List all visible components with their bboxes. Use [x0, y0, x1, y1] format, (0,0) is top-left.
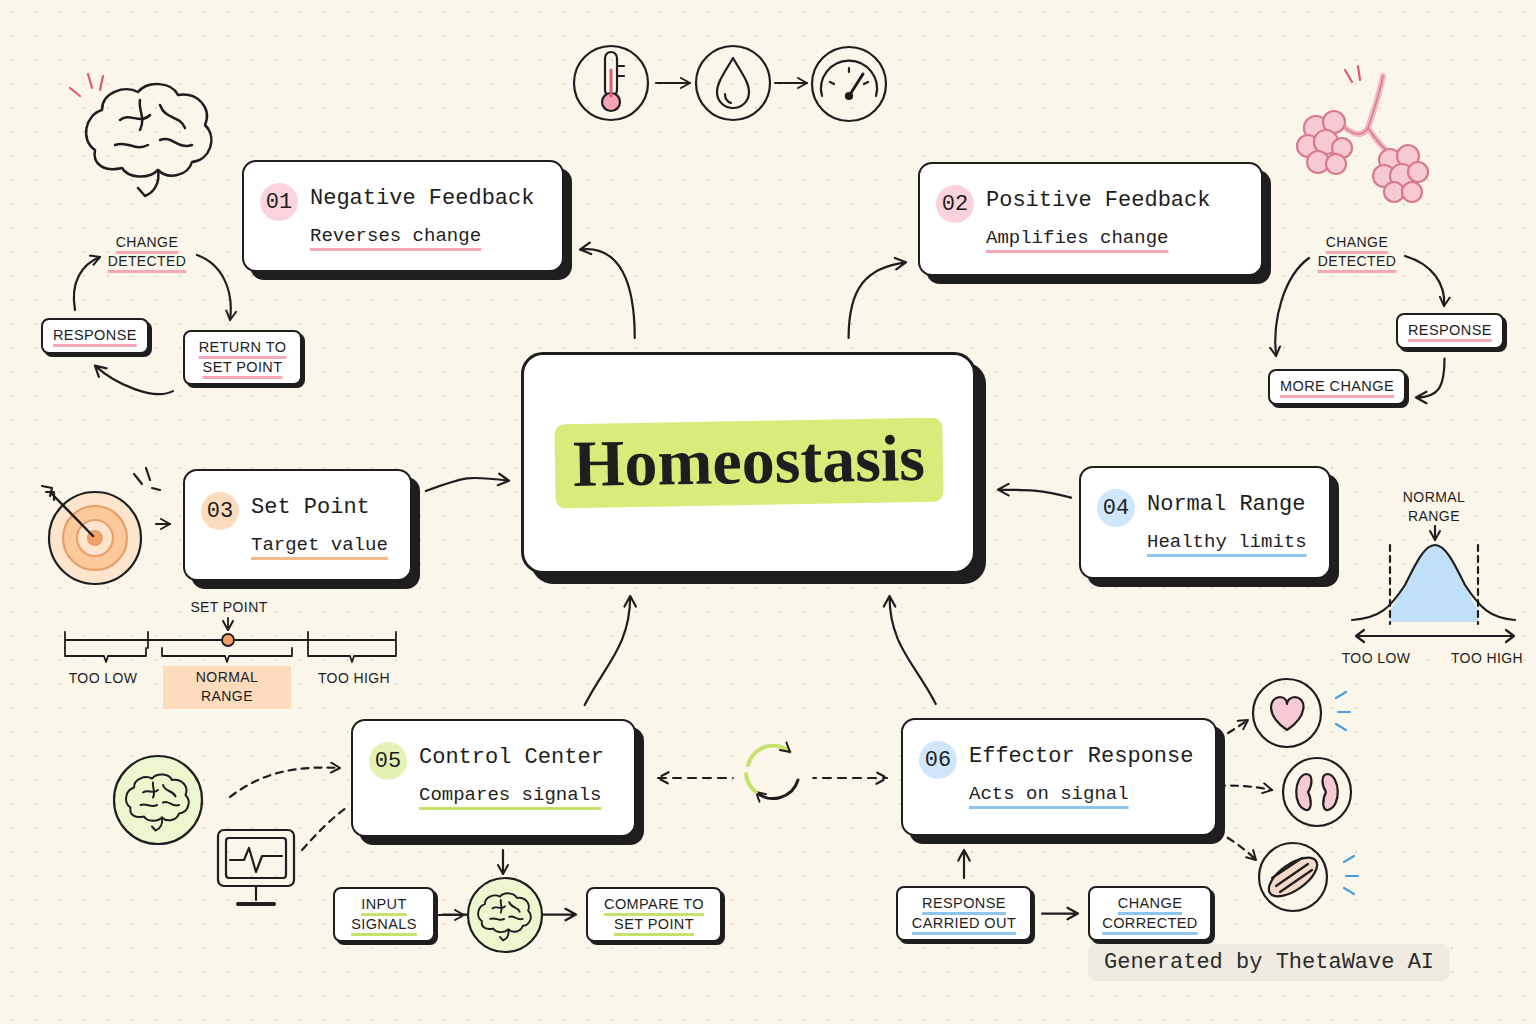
- chart-label: TOO HIGH: [1451, 649, 1523, 668]
- lungs-illustration: [1297, 66, 1428, 202]
- brain-circle: [436, 878, 542, 952]
- step-box: MORE CHANGE: [1268, 369, 1406, 405]
- card-subtitle: Reverses change: [310, 225, 534, 247]
- card-title: Control Center: [419, 745, 604, 770]
- callout-number: 03: [201, 492, 239, 530]
- concept-card: 04 Normal RangeHealthy limits: [1079, 466, 1331, 579]
- text-column: Negative FeedbackReverses change: [310, 180, 534, 247]
- connector: [998, 484, 1071, 498]
- central-title: Homeostasis: [554, 418, 943, 509]
- step-box: INPUT SIGNALS: [333, 887, 435, 942]
- scale-label: TOO HIGH: [318, 669, 390, 688]
- step-text: RESPONSE: [1408, 321, 1492, 341]
- card-title: Normal Range: [1147, 492, 1307, 517]
- card-title: Effector Response: [969, 744, 1193, 769]
- connector: [1042, 908, 1078, 920]
- loop-arc: [1405, 256, 1444, 306]
- cycle-icon: [733, 732, 813, 812]
- scale-label: NORMAL RANGE: [172, 668, 282, 706]
- top-icons: [574, 46, 886, 121]
- step-box: RESPONSE: [41, 318, 149, 354]
- step-text: INPUT SIGNALS: [345, 895, 423, 934]
- set-point-scale: [65, 618, 396, 709]
- step-text: RETURN TO SET POINT: [195, 338, 290, 377]
- concept-card: 02 Positive FeedbackAmplifies change: [918, 162, 1263, 276]
- connector: [958, 850, 970, 878]
- text-column: Set PointTarget value: [251, 489, 388, 556]
- concept-card: 05 Control CenterCompares signals: [351, 719, 636, 837]
- loop-label: CHANGE DETECTED: [1312, 233, 1402, 271]
- connector: [1416, 359, 1445, 404]
- step-text: RESPONSE: [53, 326, 137, 346]
- callout-number: 01: [260, 183, 298, 221]
- step-box: RESPONSE: [1396, 313, 1504, 349]
- text-column: Normal RangeHealthy limits: [1147, 486, 1307, 553]
- step-box: COMPARE TO SET POINT: [586, 887, 722, 942]
- step-box: CHANGE CORRECTED: [1088, 886, 1212, 941]
- card-title: Negative Feedback: [310, 186, 534, 211]
- concept-card: 01 Negative FeedbackReverses change: [242, 160, 564, 272]
- card-title: Set Point: [251, 495, 388, 520]
- connector: [585, 596, 636, 705]
- step-text: COMPARE TO SET POINT: [598, 895, 710, 934]
- card-subtitle: Healthy limits: [1147, 531, 1307, 553]
- text-column: Effector ResponseActs on signal: [969, 738, 1193, 805]
- scale-label: TOO LOW: [69, 669, 138, 688]
- loop-label: CHANGE DETECTED: [102, 233, 192, 271]
- connector: [426, 474, 509, 491]
- text-column: Control CenterCompares signals: [419, 739, 604, 806]
- card-subtitle: Compares signals: [419, 784, 604, 806]
- step-text: CHANGE CORRECTED: [1100, 894, 1200, 933]
- callout-number: 05: [369, 742, 407, 780]
- scale-label: SET POINT: [190, 598, 267, 617]
- step-box: RETURN TO SET POINT: [183, 330, 302, 385]
- card-subtitle: Target value: [251, 534, 388, 556]
- connector: [95, 366, 173, 394]
- chart-label: TOO LOW: [1342, 649, 1411, 668]
- connector: [884, 596, 936, 704]
- chart-label: NORMAL RANGE: [1399, 488, 1469, 526]
- effector-organs: [1205, 679, 1358, 911]
- loop-arc: [74, 257, 100, 310]
- step-box: RESPONSE CARRIED OUT: [896, 886, 1032, 941]
- watermark: Generated by ThetaWave AI: [1088, 944, 1450, 981]
- card-subtitle: Acts on signal: [969, 783, 1193, 805]
- bell-curve: [1352, 526, 1515, 642]
- callout-number: 06: [919, 741, 957, 779]
- loop-arc: [197, 255, 231, 320]
- brain-illustration: [70, 74, 211, 196]
- step-text: MORE CHANGE: [1280, 377, 1394, 397]
- text-column: Positive FeedbackAmplifies change: [986, 182, 1210, 249]
- loop-arc: [1275, 258, 1309, 356]
- concept-card: 03 Set PointTarget value: [183, 469, 412, 581]
- callout-number: 02: [936, 185, 974, 223]
- concept-card: 06 Effector ResponseActs on signal: [901, 718, 1217, 836]
- central-topic: Homeostasis: [521, 352, 976, 574]
- step-text: RESPONSE CARRIED OUT: [908, 894, 1020, 933]
- card-title: Positive Feedback: [986, 188, 1210, 213]
- callout-number: 04: [1097, 489, 1135, 527]
- target-icon: [42, 468, 170, 584]
- card-subtitle: Amplifies change: [986, 227, 1210, 249]
- connector: [849, 258, 906, 338]
- connector: [580, 243, 635, 338]
